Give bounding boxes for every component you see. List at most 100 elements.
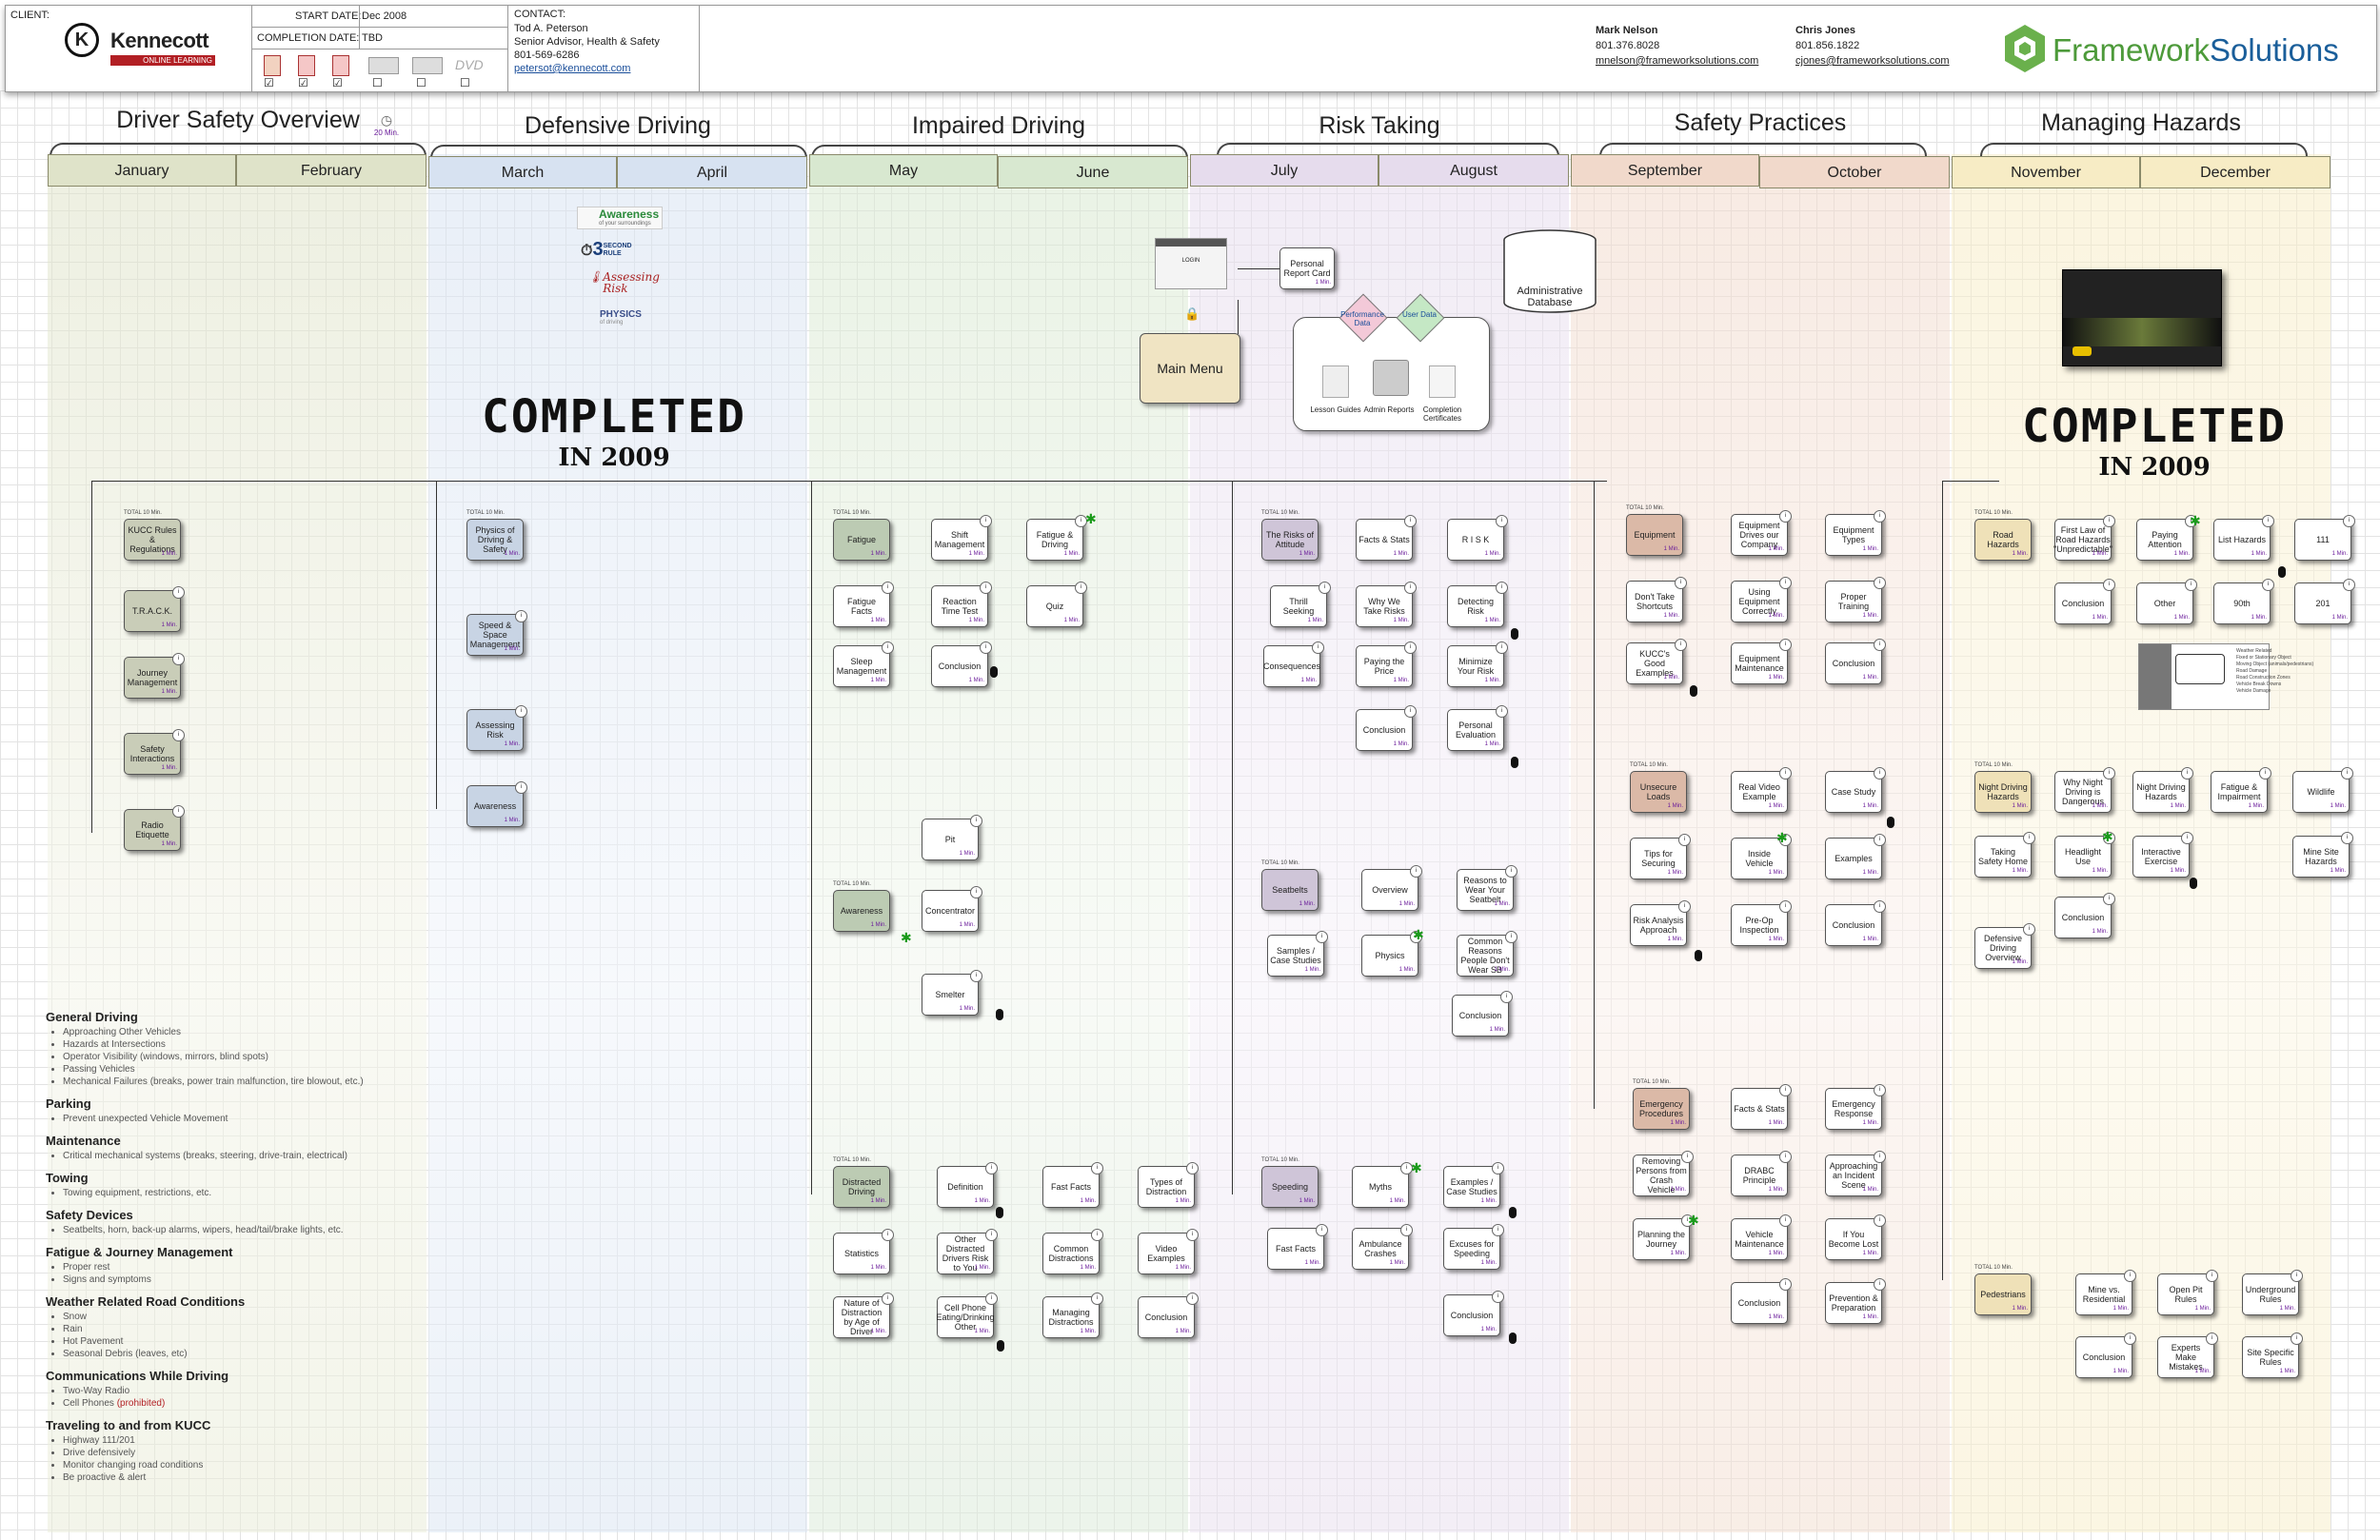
contact-email[interactable]: petersot@kennecott.com [514, 63, 631, 74]
p1-email[interactable]: mnelson@frameworksolutions.com [1596, 55, 1759, 67]
node-track[interactable]: T.R.A.C.K.1 Min.i [124, 586, 185, 632]
p2-email[interactable]: cjones@frameworksolutions.com [1795, 55, 1950, 67]
login-screen[interactable]: LOGIN [1155, 238, 1227, 289]
node-first-law[interactable]: First Law of Road Hazards "Unpredictable… [2053, 515, 2115, 561]
main-menu-button[interactable]: Main Menu [1140, 333, 1240, 404]
